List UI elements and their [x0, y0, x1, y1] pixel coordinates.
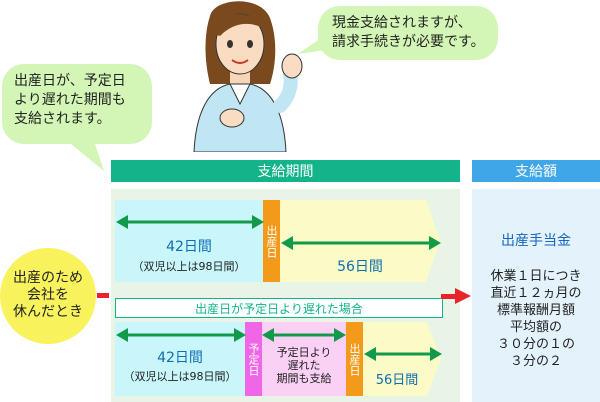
top-before-note: （双児以上は98日間） [132, 260, 246, 273]
woman-illustration [193, 1, 303, 152]
red-arrow-right [441, 288, 471, 304]
start-condition-circle [0, 248, 96, 344]
left-bubble-text: 出産日が、予定日 より遅れた期間も 支給されます。 [14, 73, 126, 127]
top-after-arrow [281, 236, 441, 250]
amount-header: 支給額 [472, 160, 600, 182]
right-speech-bubble [318, 6, 498, 60]
left-speech-bubble [2, 64, 152, 144]
red-arrow-left-stub [97, 293, 109, 298]
top-birth-marker: 出産日 [263, 200, 280, 282]
bottom-after-bg [363, 322, 441, 396]
amount-panel [472, 189, 600, 402]
top-after-bg [280, 200, 440, 282]
amount-title: 出産手当金 [501, 233, 571, 249]
bottom-after-arrow [364, 347, 442, 361]
bottom-before-note: （双児以上は98日間） [123, 370, 237, 383]
top-before-bg [115, 200, 263, 282]
left-bubble-tail [60, 135, 104, 171]
bottom-delay-text: 予定日より 遅れた 期間も支給 [276, 346, 332, 385]
bottom-due-marker: 予定日 [245, 322, 262, 396]
late-case-label-box: 出産日が予定日より遅れた場合 [115, 298, 443, 318]
bottom-after-days: 56日間 [375, 373, 419, 388]
right-bubble-tail [298, 36, 338, 54]
bottom-delay-arrow [262, 328, 346, 342]
start-condition-text: 出産のため 会社を 休んだとき [13, 270, 83, 320]
bottom-before-arrow [116, 328, 246, 342]
top-before-arrow [116, 215, 264, 229]
bottom-before-days: 42日間 [157, 350, 203, 366]
top-before-days: 42日間 [166, 239, 212, 255]
top-after-days: 56日間 [337, 259, 383, 275]
period-header: 支給期間 [111, 160, 460, 182]
amount-description: 休業１日につき 直近１２ヵ月の 標準報酬月額 平均額の ３０分の１の ３分の２ [490, 269, 582, 369]
bottom-birth-marker: 出産日 [346, 322, 363, 396]
right-bubble-text: 現金支給されますが、 請求手続きが必要です。 [332, 15, 485, 50]
